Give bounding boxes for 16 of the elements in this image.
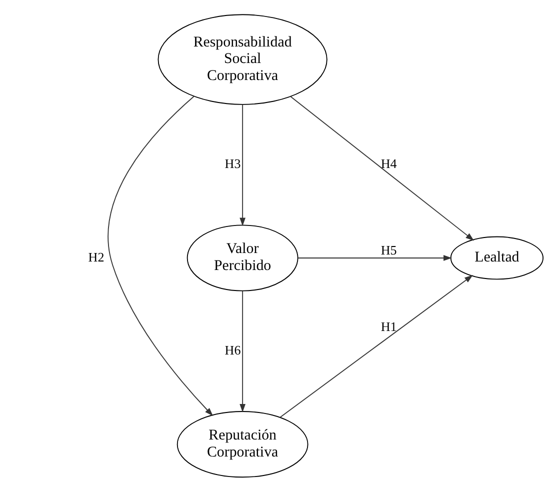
edge-label: H2	[88, 249, 104, 264]
arrow	[290, 96, 474, 241]
node-ellipse: Lealtad	[450, 236, 544, 280]
arrow	[240, 290, 246, 412]
edge-label: H4	[380, 156, 397, 171]
edge-label: H6	[224, 342, 241, 358]
edge-label: H5	[380, 242, 397, 258]
node-ellipse: Valor Percibido	[186, 224, 298, 292]
arrow	[108, 96, 214, 416]
arrow	[280, 275, 473, 418]
edge-label: H3	[224, 156, 241, 172]
arrow	[298, 255, 452, 261]
node-ellipse: Reputación Corporativa	[176, 411, 308, 478]
edge-label: H1	[380, 318, 397, 334]
node-ellipse: Responsabilidad Social Corporativa	[158, 14, 328, 105]
arrow	[240, 104, 246, 226]
